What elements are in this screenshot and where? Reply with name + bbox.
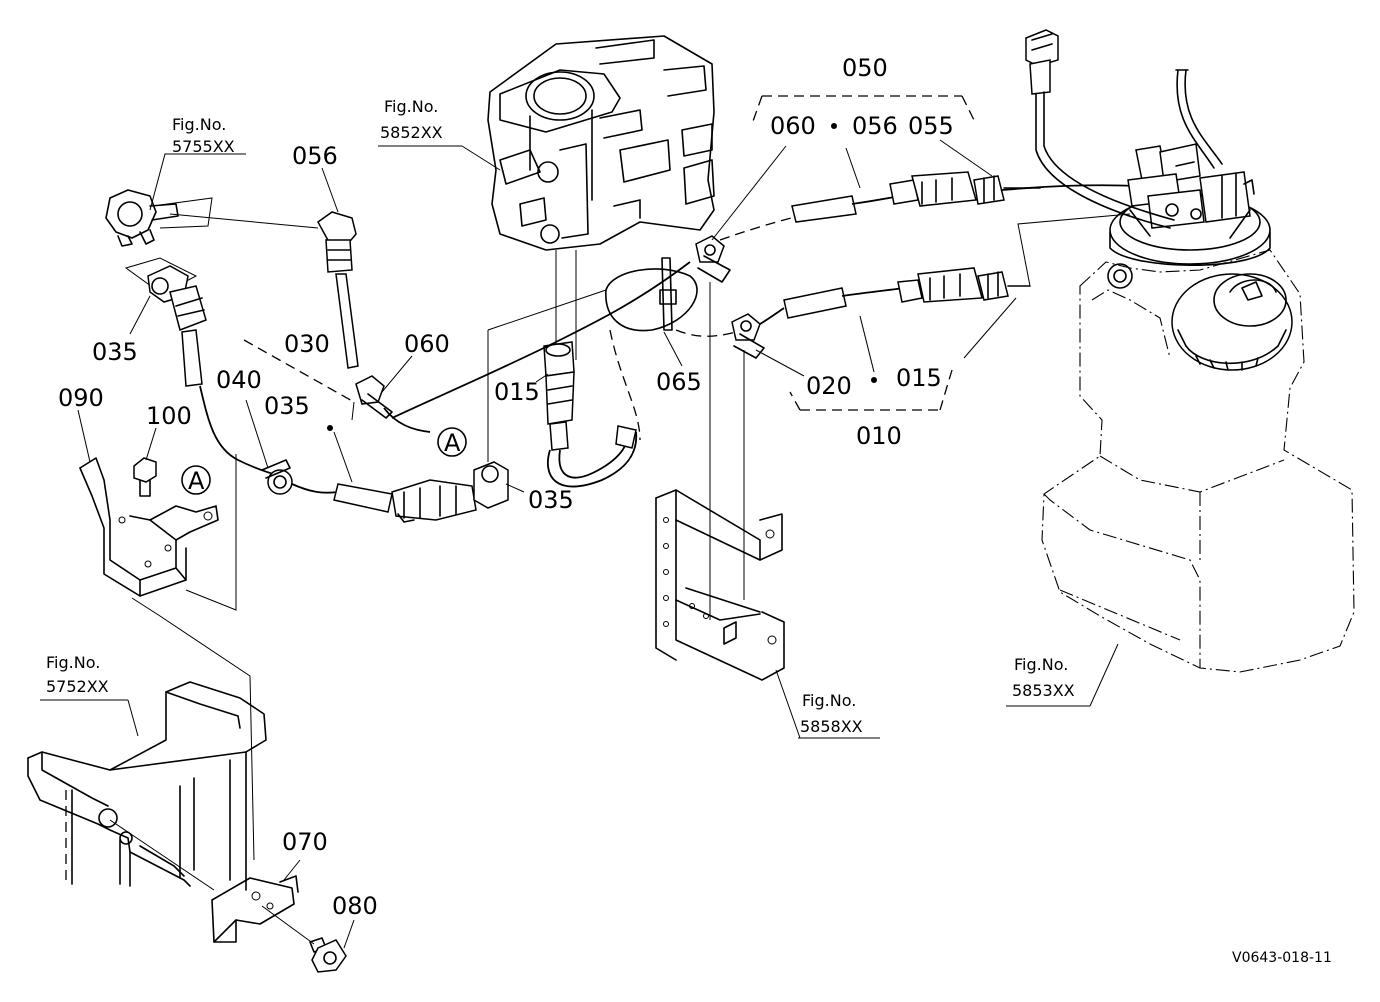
label-010: 010 — [856, 422, 902, 450]
label-015-right: 015 — [896, 364, 942, 392]
label-056-top: 056 — [292, 142, 338, 170]
label-090: 090 — [58, 384, 104, 412]
label-055: 055 — [908, 112, 954, 140]
hose-assembly-010 — [759, 267, 1031, 325]
label-080: 080 — [332, 892, 378, 920]
label-035-left: 035 — [92, 338, 138, 366]
fig-ref-5853-line2: 5853XX — [1012, 681, 1075, 700]
bracket-090 — [79, 457, 219, 597]
fig-ref-5852-line2: 5852XX — [380, 123, 443, 142]
electrical-connector-top — [1025, 29, 1175, 229]
label-020: 020 — [806, 372, 852, 400]
bracket-070 — [211, 875, 299, 943]
hose-assembly-050 — [791, 171, 1041, 223]
label-035-lower: 035 — [528, 486, 574, 514]
clip-040 — [261, 459, 293, 495]
label-040: 040 — [216, 366, 262, 394]
cable-tie-065 — [605, 257, 698, 441]
bracket-5858 — [655, 489, 785, 681]
elbow-connector-035-left — [124, 257, 207, 387]
module-5852 — [487, 35, 715, 251]
connector-assembly-lower — [333, 461, 509, 523]
label-035-middle: 035 — [264, 392, 310, 420]
label-065: 065 — [656, 368, 702, 396]
fig-ref-5755-line1: Fig.No. — [172, 115, 226, 134]
fig-ref-5755-line2: 5755XX — [172, 137, 235, 156]
bolt-100 — [133, 457, 157, 497]
fig-ref-5858-line1: Fig.No. — [802, 691, 856, 710]
label-030: 030 — [284, 330, 330, 358]
label-060-top: 060 — [770, 112, 816, 140]
bolt-080 — [261, 905, 347, 973]
fig-ref-5853-line1: Fig.No. — [1014, 655, 1068, 674]
label-056-top-right: 056 — [852, 112, 898, 140]
label-060-middle: 060 — [404, 330, 450, 358]
clip-060-top — [695, 235, 731, 283]
frame-assembly-5752 — [27, 681, 267, 891]
fig-ref-5852-line1: Fig.No. — [384, 97, 438, 116]
label-015-center: 015 — [494, 378, 540, 406]
label-100: 100 — [146, 402, 192, 430]
fig-ref-5752-line1: Fig.No. — [46, 653, 100, 672]
tank-5853 — [1041, 143, 1355, 673]
elbow-connector-056 — [317, 211, 359, 369]
injector-nozzle-part — [105, 189, 213, 247]
callout-a-right: A — [444, 429, 461, 457]
clip-020 — [731, 313, 765, 359]
diagram-code: V0643-018-11 — [1232, 950, 1332, 966]
label-050: 050 — [842, 54, 888, 82]
callout-a-left: A — [188, 467, 205, 495]
fig-ref-5858-line2: 5858XX — [800, 717, 863, 736]
fig-ref-5752-line2: 5752XX — [46, 677, 109, 696]
connector-015-center — [543, 341, 575, 451]
label-070: 070 — [282, 828, 328, 856]
